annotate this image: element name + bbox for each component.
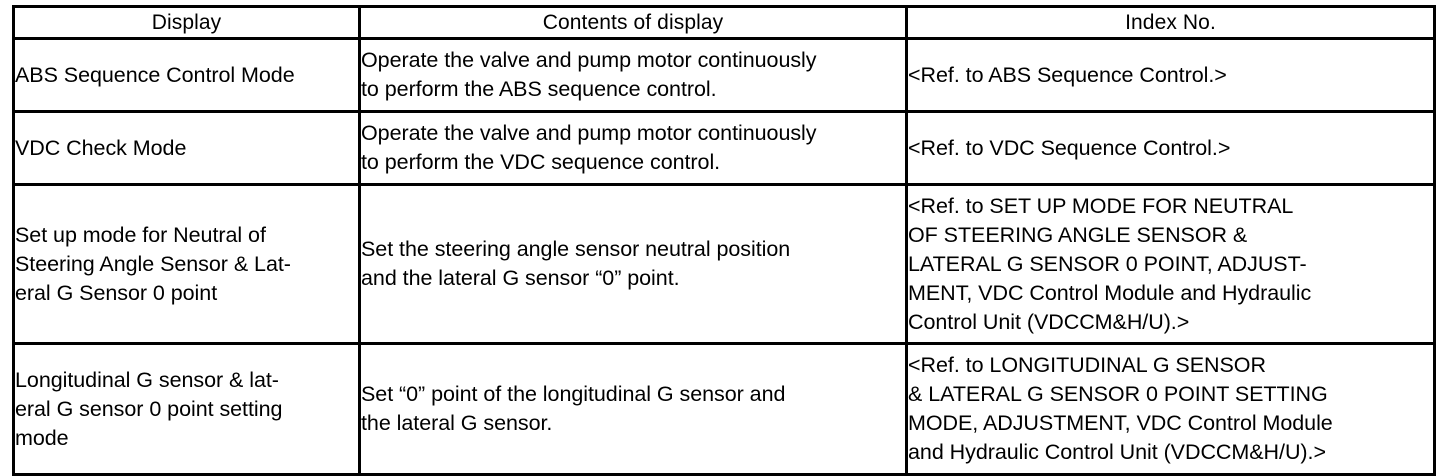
cell-index: <Ref. to SET UP MODE FOR NEUTRAL OF STEE… bbox=[905, 183, 1436, 345]
table-row: ABS Sequence Control Mode Operate the va… bbox=[12, 37, 1436, 113]
cell-contents: Set the steering angle sensor neutral po… bbox=[358, 183, 908, 345]
cell-display-text: ABS Sequence Control Mode bbox=[15, 62, 295, 87]
cell-display: Set up mode for Neutral of Steering Angl… bbox=[12, 183, 361, 345]
column-header-contents-label: Contents of display bbox=[542, 10, 724, 34]
table-body: ABS Sequence Control Mode Operate the va… bbox=[12, 37, 1436, 476]
table-row: VDC Check Mode Operate the valve and pum… bbox=[12, 110, 1436, 186]
cell-contents: Operate the valve and pump motor continu… bbox=[358, 110, 908, 186]
cell-display: VDC Check Mode bbox=[12, 110, 361, 186]
cell-index: <Ref. to LONGITUDINAL G SENSOR & LATERAL… bbox=[905, 342, 1436, 476]
table-header-row: Display Contents of display Index No. bbox=[12, 5, 1436, 40]
cell-index-text: <Ref. to SET UP MODE FOR NEUTRAL OF STEE… bbox=[908, 193, 1312, 334]
cell-index-text: <Ref. to ABS Sequence Control.> bbox=[908, 62, 1227, 87]
table-row: Set up mode for Neutral of Steering Angl… bbox=[12, 183, 1436, 345]
cell-display-text: Longitudinal G sensor & lat- eral G sens… bbox=[15, 367, 283, 450]
cell-display: ABS Sequence Control Mode bbox=[12, 37, 361, 113]
column-header-contents: Contents of display bbox=[358, 5, 908, 40]
cell-index: <Ref. to ABS Sequence Control.> bbox=[905, 37, 1436, 113]
column-header-index: Index No. bbox=[905, 5, 1436, 40]
column-header-index-label: Index No. bbox=[1125, 10, 1216, 34]
cell-contents-text: Operate the valve and pump motor continu… bbox=[361, 48, 817, 101]
cell-display-text: Set up mode for Neutral of Steering Angl… bbox=[15, 222, 291, 305]
cell-contents: Set “0” point of the longitudinal G sens… bbox=[358, 342, 908, 476]
cell-contents-text: Operate the valve and pump motor continu… bbox=[361, 121, 817, 174]
cell-display-text: VDC Check Mode bbox=[15, 135, 187, 160]
cell-index-text: <Ref. to LONGITUDINAL G SENSOR & LATERAL… bbox=[908, 353, 1333, 464]
display-contents-table: Display Contents of display Index No. AB… bbox=[12, 5, 1436, 476]
table-row: Longitudinal G sensor & lat- eral G sens… bbox=[12, 342, 1436, 476]
cell-contents-text: Set the steering angle sensor neutral po… bbox=[361, 237, 791, 290]
column-header-display: Display bbox=[12, 5, 361, 40]
cell-index-text: <Ref. to VDC Sequence Control.> bbox=[908, 135, 1231, 160]
cell-display: Longitudinal G sensor & lat- eral G sens… bbox=[12, 342, 361, 476]
column-header-display-label: Display bbox=[151, 10, 222, 34]
table-header: Display Contents of display Index No. bbox=[12, 5, 1436, 40]
cell-contents: Operate the valve and pump motor continu… bbox=[358, 37, 908, 113]
cell-contents-text: Set “0” point of the longitudinal G sens… bbox=[361, 382, 786, 435]
cell-index: <Ref. to VDC Sequence Control.> bbox=[905, 110, 1436, 186]
